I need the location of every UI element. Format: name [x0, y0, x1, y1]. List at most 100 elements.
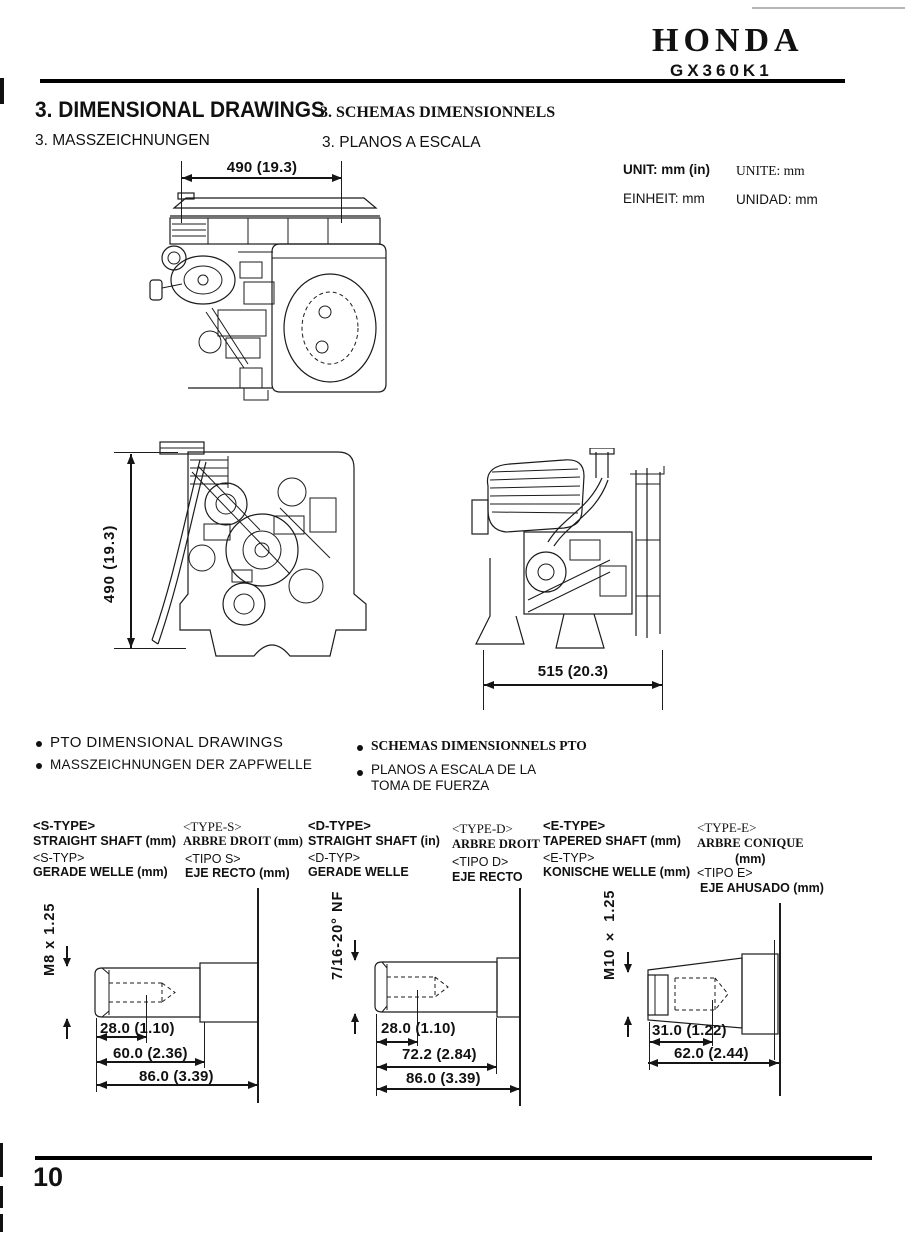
- dimension-line: [377, 1038, 418, 1046]
- section-title-de: 3. MASSZEICHNUNGEN: [35, 132, 210, 149]
- unit-label-es: UNIDAD: mm: [736, 192, 818, 207]
- extension-line: [496, 1018, 498, 1074]
- bullet-dot: [357, 770, 363, 776]
- type-e-label-fr3: (mm): [735, 852, 766, 866]
- extension-line: [649, 1022, 651, 1070]
- scan-mark: [0, 1214, 3, 1232]
- extension-line: [114, 648, 186, 650]
- s-shaft-dim-2: 60.0 (2.36): [113, 1045, 188, 1062]
- extension-line: [712, 1000, 714, 1046]
- dimension-line: [97, 1058, 205, 1066]
- bullet-dot: [357, 745, 363, 751]
- unit-label-en: UNIT: mm (in): [623, 162, 710, 177]
- extension-line: [181, 161, 183, 223]
- pto-mount-face-line: [774, 940, 775, 1060]
- type-e-label-es2: EJE AHUSADO (mm): [700, 881, 824, 895]
- type-d-label-es1: <TIPO D>: [452, 855, 509, 869]
- s-shaft-drawing: [94, 962, 259, 1023]
- section-title-en: 3. DIMENSIONAL DRAWINGS: [35, 97, 325, 122]
- dimension-line: [377, 1063, 497, 1071]
- dimension-line: [648, 1059, 779, 1067]
- type-e-label-en2: TAPERED SHAFT (mm): [543, 834, 681, 848]
- type-e-label-de1: <E-TYP>: [543, 851, 595, 865]
- page-number: 10: [33, 1162, 64, 1192]
- footer-rule: [35, 1156, 872, 1160]
- extension-line: [146, 995, 148, 1043]
- type-d-label-en2: STRAIGHT SHAFT (in): [308, 834, 440, 848]
- bullet-dot: [36, 741, 42, 747]
- section-title-es: 3. PLANOS A ESCALA: [322, 134, 481, 151]
- type-s-label-es1: <TIPO S>: [185, 852, 241, 866]
- extension-line: [417, 990, 419, 1046]
- extension-line: [341, 161, 343, 223]
- type-e-label-de2: KONISCHE WELLE (mm): [543, 865, 691, 879]
- type-e-label-es1: <TIPO E>: [697, 866, 753, 880]
- type-s-label-en2: STRAIGHT SHAFT (mm): [33, 834, 177, 848]
- thread-arrow: [351, 1013, 358, 1034]
- dimension-line: [484, 681, 662, 689]
- e-shaft-drawing: [647, 953, 779, 1035]
- type-s-label-fr2: ARBRE DROIT (mm): [183, 834, 303, 848]
- thread-arrow: [351, 940, 358, 961]
- s-shaft-dim-1: 28.0 (1.10): [100, 1020, 175, 1037]
- scan-mark: [0, 78, 4, 104]
- d-shaft-thread-label: 7/16-20° NF: [330, 890, 346, 980]
- thread-arrow: [624, 1016, 631, 1037]
- model-number: GX360K1: [670, 61, 773, 80]
- header-rule: [40, 79, 845, 83]
- unit-label-de: EINHEIT: mm: [623, 191, 705, 206]
- dimension-line: [377, 1085, 520, 1093]
- thread-arrow: [63, 1018, 70, 1039]
- pto-heading-en: PTO DIMENSIONAL DRAWINGS: [50, 734, 284, 751]
- extension-line: [204, 1022, 206, 1068]
- d-shaft-dim-1: 28.0 (1.10): [381, 1020, 456, 1037]
- type-d-label-en1: <D-TYPE>: [308, 818, 371, 833]
- type-e-label-en1: <E-TYPE>: [543, 818, 606, 833]
- engine-front-width-dim: 490 (19.3): [226, 159, 298, 176]
- type-s-label-fr1: <TYPE-S>: [183, 819, 242, 834]
- s-shaft-thread-label: M8 x 1.25: [42, 902, 58, 976]
- type-s-label-de1: <S-TYP>: [33, 851, 85, 865]
- engine-side-height-dim: 490 (19.3): [101, 524, 118, 604]
- brand-logo: HONDA: [652, 22, 804, 59]
- extension-line: [483, 650, 485, 710]
- engine-side-length-dim: 515 (20.3): [537, 663, 609, 680]
- thread-arrow: [624, 952, 631, 973]
- extension-line: [376, 1014, 378, 1096]
- d-shaft-dim-3: 86.0 (3.39): [406, 1070, 481, 1087]
- e-shaft-thread-label: M10 × 1.25: [602, 889, 618, 981]
- dimension-line: [97, 1081, 258, 1089]
- pto-heading-fr: SCHEMAS DIMENSIONNELS PTO: [371, 738, 587, 753]
- extension-line: [114, 452, 178, 454]
- d-shaft-dim-2: 72.2 (2.84): [402, 1046, 477, 1063]
- scan-mark: [0, 1143, 3, 1177]
- pto-heading-es-line2: TOMA DE FUERZA: [371, 778, 490, 793]
- type-e-label-fr2: ARBRE CONIQUE: [697, 836, 804, 850]
- section-title-fr: 3. SCHEMAS DIMENSIONNELS: [320, 104, 556, 121]
- extension-line: [662, 650, 664, 710]
- scan-mark: [752, 7, 905, 9]
- type-d-label-es2: EJE RECTO: [452, 870, 523, 884]
- type-d-label-de2: GERADE WELLE: [308, 865, 409, 879]
- type-d-label-fr1: <TYPE-D>: [452, 821, 513, 836]
- d-shaft-drawing: [374, 957, 521, 1018]
- type-d-label-fr2: ARBRE DROIT: [452, 837, 540, 851]
- unit-label-fr: UNITE: mm: [736, 163, 805, 178]
- dimension-line: [127, 454, 135, 648]
- dimension-line: [650, 1038, 713, 1046]
- pto-heading-de: MASSZEICHNUNGEN DER ZAPFWELLE: [50, 757, 313, 772]
- type-d-label-de1: <D-TYP>: [308, 851, 361, 865]
- e-shaft-dim-1: 31.0 (1.22): [652, 1022, 727, 1039]
- engine-front-view-drawing: [149, 192, 387, 401]
- thread-arrow: [63, 946, 70, 967]
- engine-side-view-drawing: [151, 441, 367, 657]
- bullet-dot: [36, 763, 42, 769]
- dimension-line: [97, 1033, 147, 1041]
- dimension-line: [182, 174, 342, 182]
- e-shaft-dim-2: 62.0 (2.44): [674, 1045, 749, 1062]
- type-s-label-de2: GERADE WELLE (mm): [33, 865, 168, 879]
- pto-heading-es-line1: PLANOS A ESCALA DE LA: [371, 762, 537, 777]
- type-s-label-en1: <S-TYPE>: [33, 818, 96, 833]
- s-shaft-dim-3: 86.0 (3.39): [139, 1068, 214, 1085]
